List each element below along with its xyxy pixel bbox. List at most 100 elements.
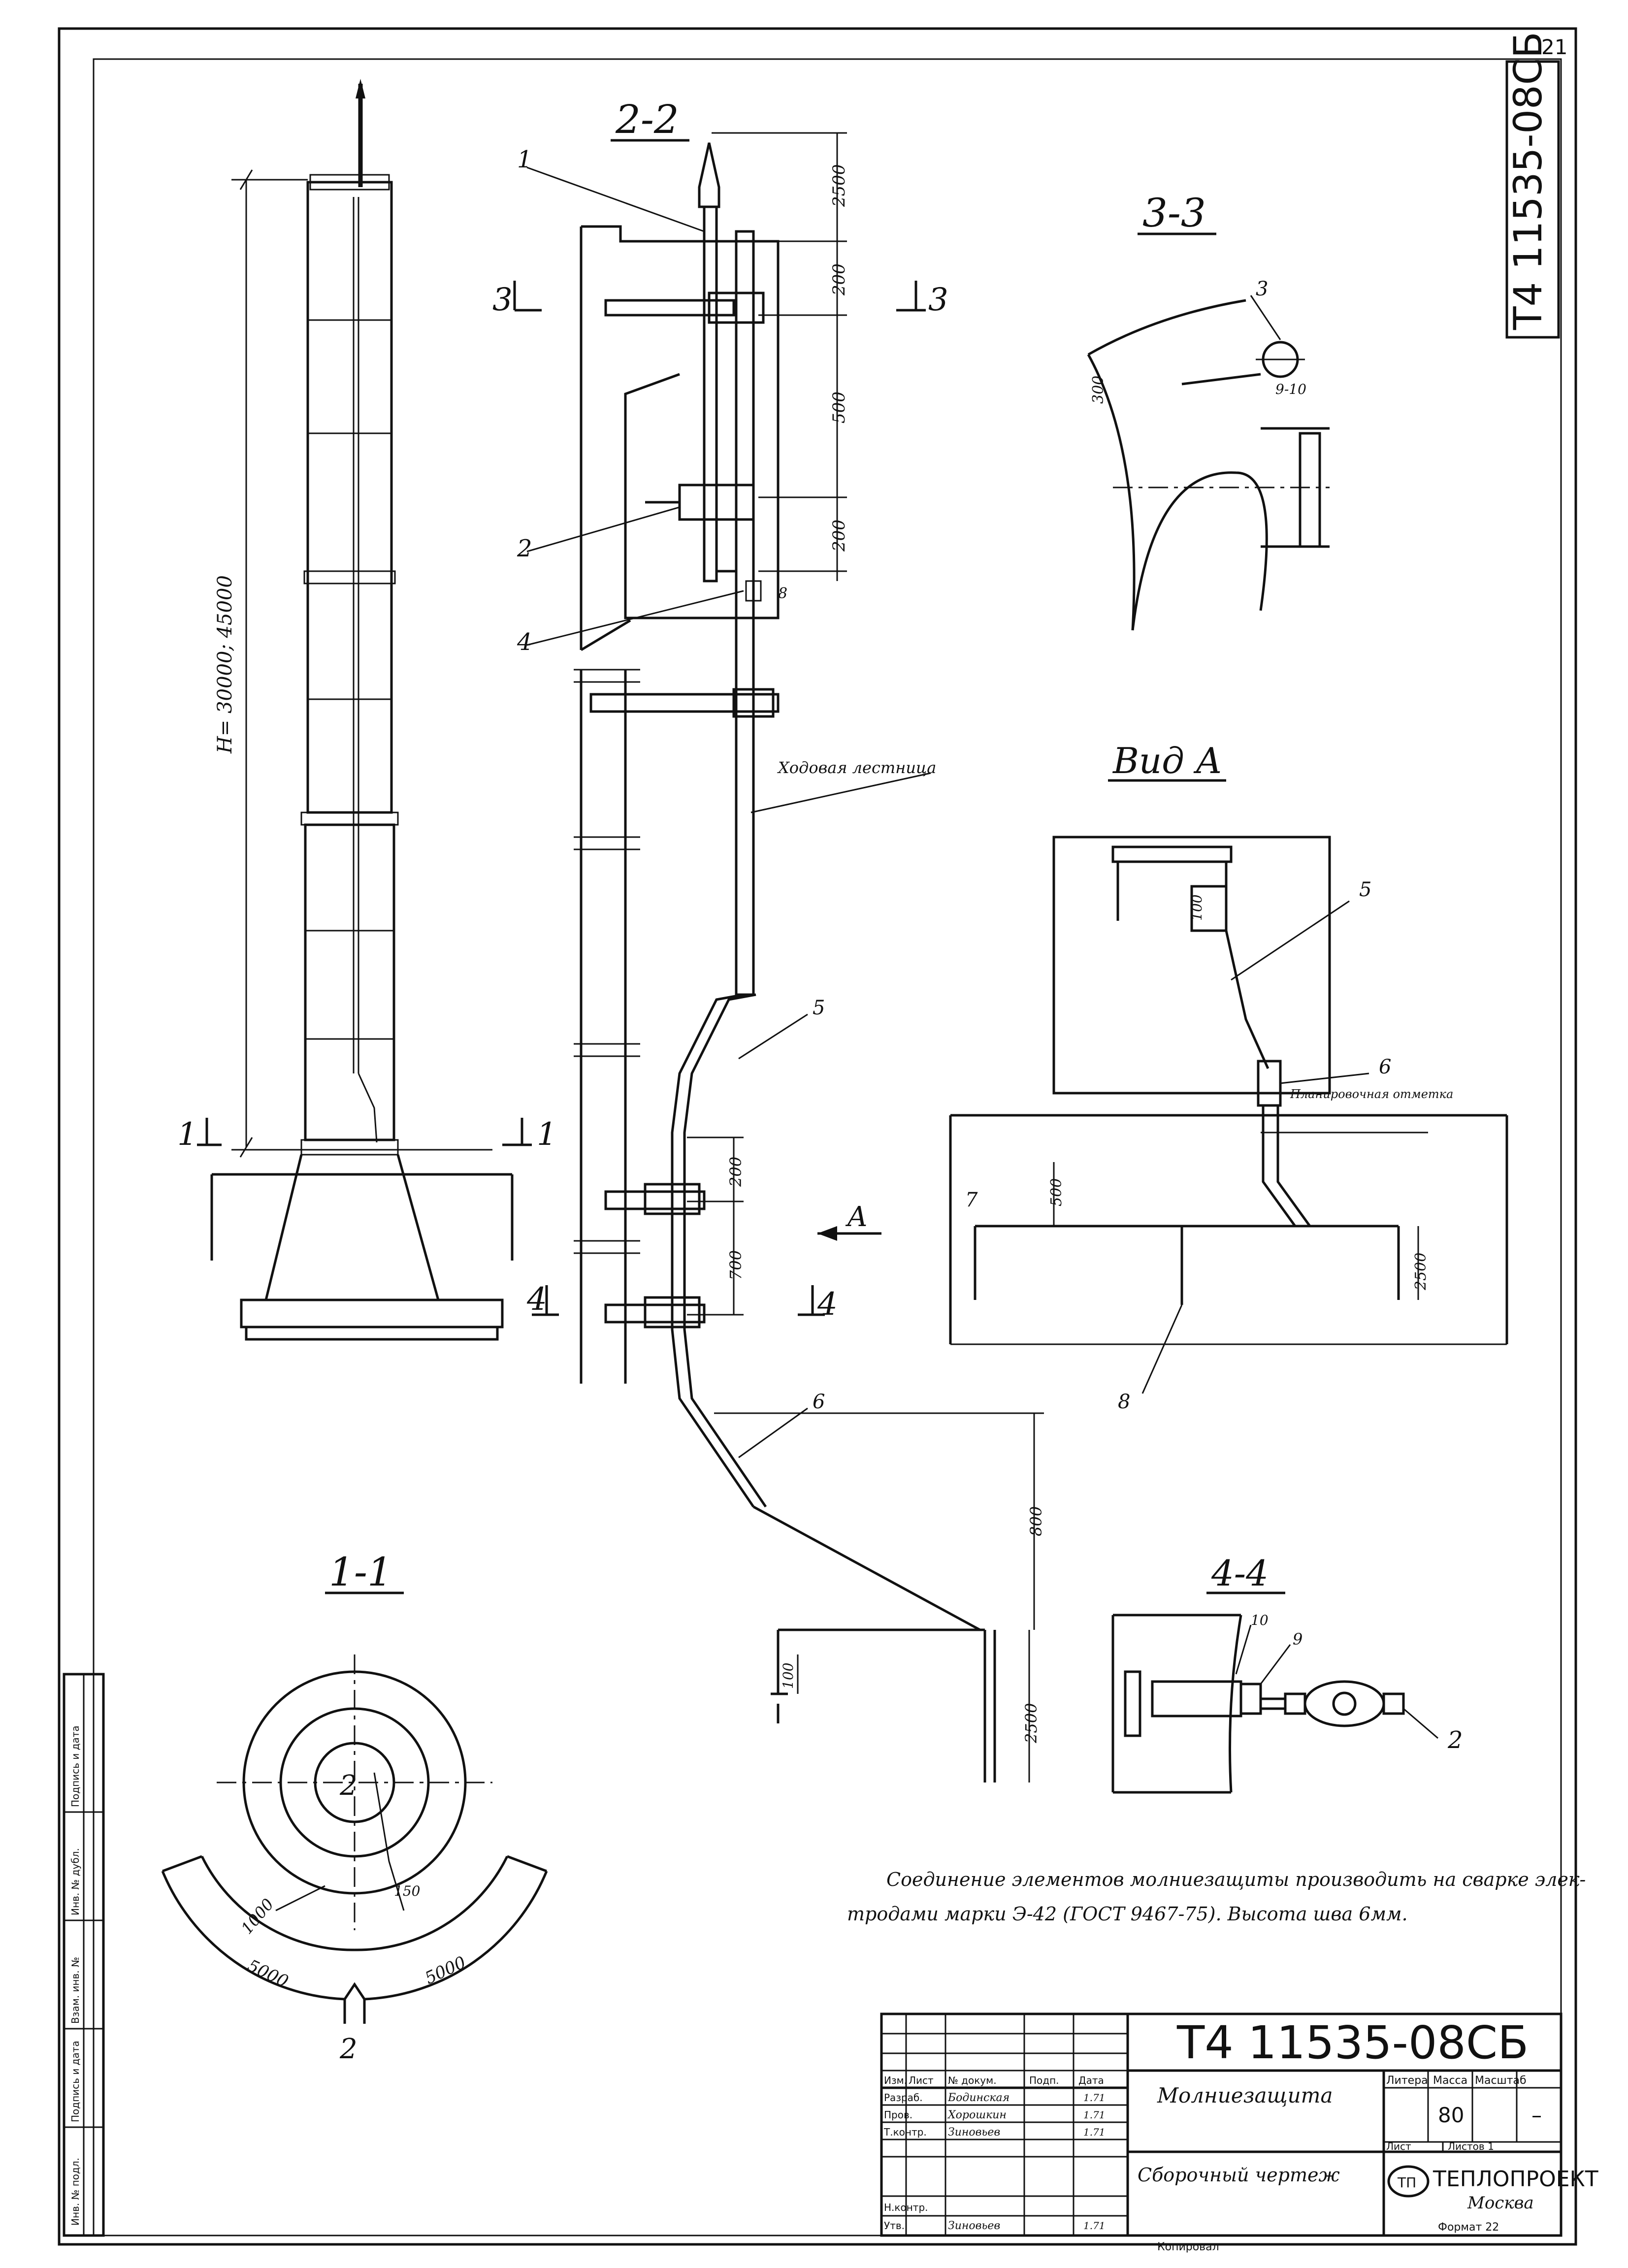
cut-3-right: 3 xyxy=(928,282,948,318)
dim-2500-bottom: 2500 xyxy=(1022,1703,1041,1744)
cut-1-left: 1 xyxy=(177,1116,197,1153)
view-a-arrow-label: А xyxy=(845,1201,868,1233)
tower-elevation xyxy=(210,79,514,1341)
callout-6: 6 xyxy=(813,1391,825,1413)
tb-col-list: Лист xyxy=(909,2074,934,2086)
tb-sheets: Листов 1 xyxy=(1448,2140,1494,2152)
tb-date-1: 1.71 xyxy=(1083,2109,1106,2121)
tb-col-sign: Подп. xyxy=(1029,2074,1059,2086)
s44-callout-10: 10 xyxy=(1251,1612,1269,1628)
cut-4-left: 4 xyxy=(526,1281,547,1318)
cut-3-left: 3 xyxy=(492,282,513,318)
margin-field-3: Взам. инв. № xyxy=(69,1957,81,2024)
margin-field-2: Подпись и дата xyxy=(69,2041,81,2122)
dim-700: 700 xyxy=(726,1250,745,1280)
section-4-4-drawing xyxy=(1111,1614,1438,1794)
dim-8: 8 xyxy=(778,585,787,602)
side-code-box xyxy=(1505,60,1560,339)
tb-role-4: Утв. xyxy=(884,2220,905,2232)
s44-callout-9: 9 xyxy=(1293,1630,1302,1649)
tb-col-date: Дата xyxy=(1078,2074,1104,2086)
tb-name-2: Зиновьев xyxy=(948,2126,1000,2138)
callout-5: 5 xyxy=(813,997,825,1019)
s44-callout-2: 2 xyxy=(1447,1726,1463,1754)
tb-name-0: Бодинская xyxy=(947,2092,1009,2104)
section-1-1-plan xyxy=(161,1654,548,2024)
margin-field-5: Подпись и дата xyxy=(69,1725,81,1807)
svg-text:ТП: ТП xyxy=(1397,2174,1416,2191)
s11-dim-150: 150 xyxy=(394,1883,420,1899)
va-dim-500: 500 xyxy=(1048,1178,1065,1206)
s33-dim-9-10: 9-10 xyxy=(1275,381,1306,397)
tb-doc-code: Т4 11535-08СБ xyxy=(1176,2016,1529,2069)
dim-100: 100 xyxy=(780,1663,796,1689)
section-2-2-drawing xyxy=(526,132,1044,1782)
sheet-number: 21 xyxy=(1541,35,1567,59)
tb-role-0: Разраб. xyxy=(884,2092,923,2104)
tb-scale-header: Масштаб xyxy=(1475,2074,1527,2087)
outer-frame xyxy=(58,27,1577,2246)
callout-4: 4 xyxy=(517,628,532,656)
dim-200-c: 200 xyxy=(726,1157,745,1187)
org-logo: ТП xyxy=(1387,2165,1430,2198)
cut-4-right: 4 xyxy=(817,1286,838,1323)
tb-name: Молниезащита xyxy=(1157,2083,1333,2107)
view-a-drawing xyxy=(949,836,1508,1394)
section-1-1-title: 1-1 xyxy=(329,1549,392,1595)
s33-callout-3: 3 xyxy=(1256,278,1268,300)
tb-col-izm: Изм. xyxy=(884,2074,907,2086)
callout-1: 1 xyxy=(517,146,532,173)
note-line-1: Соединение элементов молниезащиты произв… xyxy=(886,1869,1586,1890)
view-a-title: Вид А xyxy=(1112,740,1222,781)
cut-4-4-marker xyxy=(532,1285,825,1316)
tb-mass-header: Масса xyxy=(1433,2074,1467,2087)
side-code: Т4 11535-08СБ xyxy=(1506,32,1551,330)
left-margin-stamp xyxy=(63,1673,105,2237)
height-dimension: Н= 30000; 45000 xyxy=(214,575,236,754)
ground-mark-label: Планировочная отметка xyxy=(1290,1087,1453,1101)
dim-800: 800 xyxy=(1027,1506,1045,1536)
dim-500: 500 xyxy=(829,391,849,423)
tb-city: Москва xyxy=(1467,2193,1534,2213)
tb-copied: Копировал xyxy=(1157,2241,1219,2253)
tb-doc-type: Сборочный чертеж xyxy=(1138,2164,1340,2186)
tb-sheet: Лист xyxy=(1386,2140,1411,2152)
cut-1-1-marker xyxy=(197,1118,532,1146)
s33-dim-300: 300 xyxy=(1090,376,1107,404)
cut-1-right: 1 xyxy=(537,1116,557,1153)
s11-cut-2-top: 2 xyxy=(339,1770,358,1802)
callout-2: 2 xyxy=(517,535,532,562)
tb-name-4: Зиновьев xyxy=(948,2220,1000,2232)
section-3-3-drawing xyxy=(1087,295,1330,631)
tb-name-1: Хорошкин xyxy=(947,2109,1007,2121)
tb-col-doc: № докум. xyxy=(948,2074,997,2086)
tb-litera-header: Литера xyxy=(1386,2074,1428,2087)
va-callout-5: 5 xyxy=(1359,878,1371,901)
dim-2500-top: 2500 xyxy=(829,164,849,207)
cut-3-3-marker xyxy=(513,281,926,312)
note-line-2: тродами марки Э-42 (ГОСТ 9467-75). Высот… xyxy=(847,1903,1408,1925)
tb-role-3: Н.контр. xyxy=(884,2202,928,2213)
va-dim-100: 100 xyxy=(1189,895,1205,921)
tb-mass: 80 xyxy=(1438,2103,1464,2127)
tb-org: ТЕПЛОПРОЕКТ xyxy=(1433,2167,1598,2192)
tb-role-2: Т.контр. xyxy=(883,2126,927,2138)
dim-200-a: 200 xyxy=(829,263,849,296)
section-2-2-title: 2-2 xyxy=(615,97,679,142)
s11-cut-2-bottom: 2 xyxy=(339,2033,358,2065)
va-callout-6: 6 xyxy=(1379,1056,1391,1078)
title-block xyxy=(880,2012,1563,2237)
tb-date-2: 1.71 xyxy=(1083,2126,1106,2138)
tb-scale: – xyxy=(1531,2103,1542,2127)
inner-frame xyxy=(93,58,1562,2236)
section-4-4-title: 4-4 xyxy=(1211,1553,1269,1594)
tb-date-0: 1.71 xyxy=(1083,2092,1106,2104)
ladder-label: Ходовая лестница xyxy=(777,758,936,777)
va-callout-8: 8 xyxy=(1118,1391,1130,1413)
va-dim-2500: 2500 xyxy=(1412,1253,1430,1291)
margin-field-4: Инв. № дубл. xyxy=(69,1848,81,1915)
tb-date-4: 1.71 xyxy=(1083,2220,1106,2232)
tb-role-1: Пров. xyxy=(884,2109,912,2121)
dim-200-b: 200 xyxy=(829,519,849,552)
